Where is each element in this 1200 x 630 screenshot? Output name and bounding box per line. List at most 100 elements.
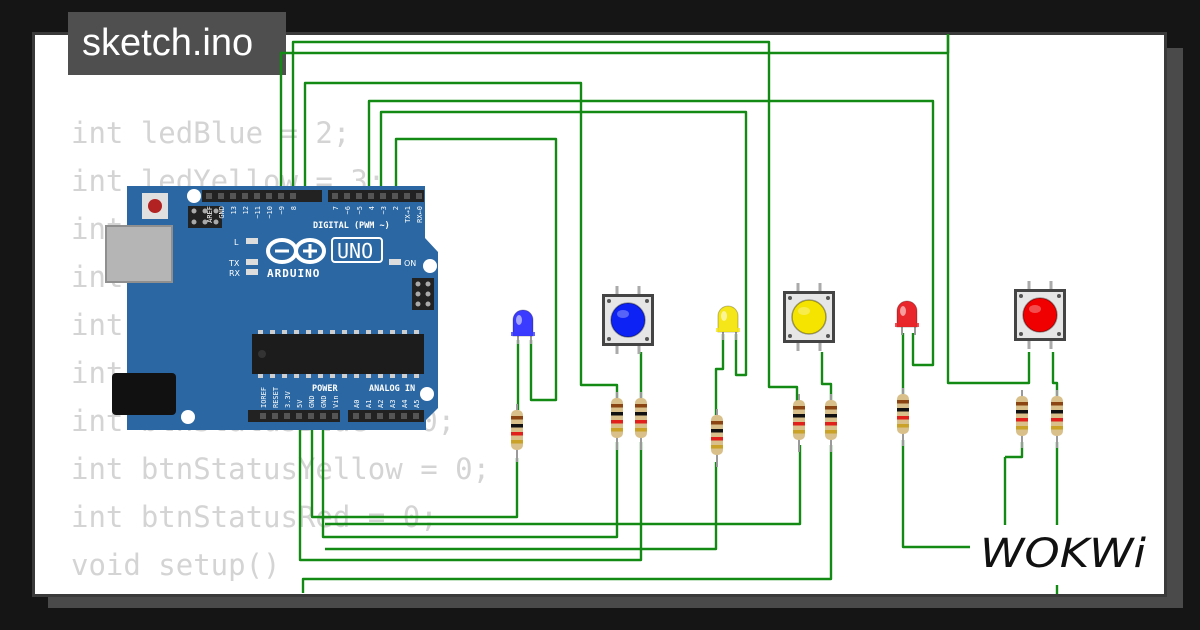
pin-label: A4 [401,400,409,408]
onboard-leds: L TX RX ON [228,238,416,278]
pin-hole[interactable] [380,193,386,199]
pin-hole[interactable] [332,413,338,419]
led-red[interactable] [895,300,919,335]
pin-hole[interactable] [308,413,314,419]
pin-hole[interactable] [284,413,290,419]
pin-hole[interactable] [344,193,350,199]
chip-pin [402,330,407,334]
resistor[interactable] [611,392,623,450]
resistor[interactable] [511,404,523,462]
chip-pin [258,374,263,378]
pin-hole[interactable] [401,413,407,419]
pin-hole[interactable] [332,193,338,199]
resistor[interactable] [1016,390,1028,448]
pin-hole[interactable] [272,413,278,419]
push-button-blue[interactable] [602,286,654,354]
resistor[interactable] [897,388,909,446]
pin-label: AREF [206,206,214,223]
resistor[interactable] [825,394,837,452]
pin-hole[interactable] [218,193,224,199]
pin-label: 5V [296,399,304,408]
pin-hole[interactable] [320,413,326,419]
pin-hole[interactable] [296,413,302,419]
pin-hole[interactable] [356,193,362,199]
pin-hole[interactable] [254,193,260,199]
chip-pin [282,330,287,334]
chip-pin [318,330,323,334]
chip-pin [378,374,383,378]
board-name-box [331,237,383,263]
pin-label: RX←0 [416,206,424,223]
pin-hole[interactable] [278,193,284,199]
pin-label: 13 [230,206,238,214]
wire [367,99,935,367]
chip-pin [330,330,335,334]
resistor[interactable] [711,409,723,467]
mounting-hole [187,189,201,203]
pin-hole[interactable] [242,193,248,199]
pin-hole[interactable] [353,413,359,419]
analog-label: ANALOG IN [369,384,415,394]
chip-pin [366,330,371,334]
microcontroller-chip [252,334,424,374]
mounting-hole [420,387,434,401]
pin-hole[interactable] [230,193,236,199]
resistor[interactable] [1051,390,1063,448]
icsp-header [188,206,434,310]
digital-label: DIGITAL (PWM ~) [313,221,390,231]
pin-hole[interactable] [392,193,398,199]
code-line: int btnStatusYellow = 0; [71,452,491,486]
push-buttons[interactable] [602,281,1066,354]
pin-hole[interactable] [404,193,410,199]
pin-hole[interactable] [413,413,419,419]
pin-label: 3.3V [284,390,292,408]
pin-label: A3 [389,400,397,408]
power-label: POWER [312,384,338,394]
pin-hole[interactable] [290,193,296,199]
pin-hole[interactable] [365,413,371,419]
pin-hole[interactable] [389,413,395,419]
push-button-yellow[interactable] [783,283,835,351]
chip-pin [390,374,395,378]
wire [301,445,833,593]
board-brand: ARDUINO [267,267,320,280]
pin-label: ~10 [266,206,274,219]
leds[interactable] [511,300,919,344]
resistor[interactable] [793,394,805,452]
chip-pins [258,330,419,378]
chip-pin [390,330,395,334]
resistor[interactable] [635,392,647,450]
power-analog-pin-holes[interactable] [260,413,419,419]
pin-label: ~9 [278,206,286,214]
led-yellow[interactable] [716,305,740,340]
pin-label: A2 [377,400,385,408]
pin-hole[interactable] [206,193,212,199]
wire [946,34,1031,385]
chip-pin [330,374,335,378]
resistors[interactable] [511,388,1063,467]
pin-hole[interactable] [377,413,383,419]
file-tab[interactable]: sketch.ino [68,12,286,75]
pin-hole[interactable] [368,193,374,199]
pin-hole[interactable] [416,193,422,199]
push-button-red[interactable] [1014,281,1066,349]
wokwi-logo: WOKWi [970,525,1160,585]
pin-label: TX→1 [404,206,412,223]
chip-pin [318,374,323,378]
led-blue[interactable] [511,309,535,344]
chip-pin [258,330,263,334]
digital-pin-holes[interactable] [206,193,422,199]
chip-pin [294,374,299,378]
pin-label: Vin [332,395,340,408]
pin-label: ~3 [380,206,388,214]
pin-hole[interactable] [266,193,272,199]
chip-pin [270,330,275,334]
chip-pin [294,330,299,334]
pin-hole[interactable] [260,413,266,419]
pin-label: GND [320,395,328,408]
wire [325,462,718,551]
